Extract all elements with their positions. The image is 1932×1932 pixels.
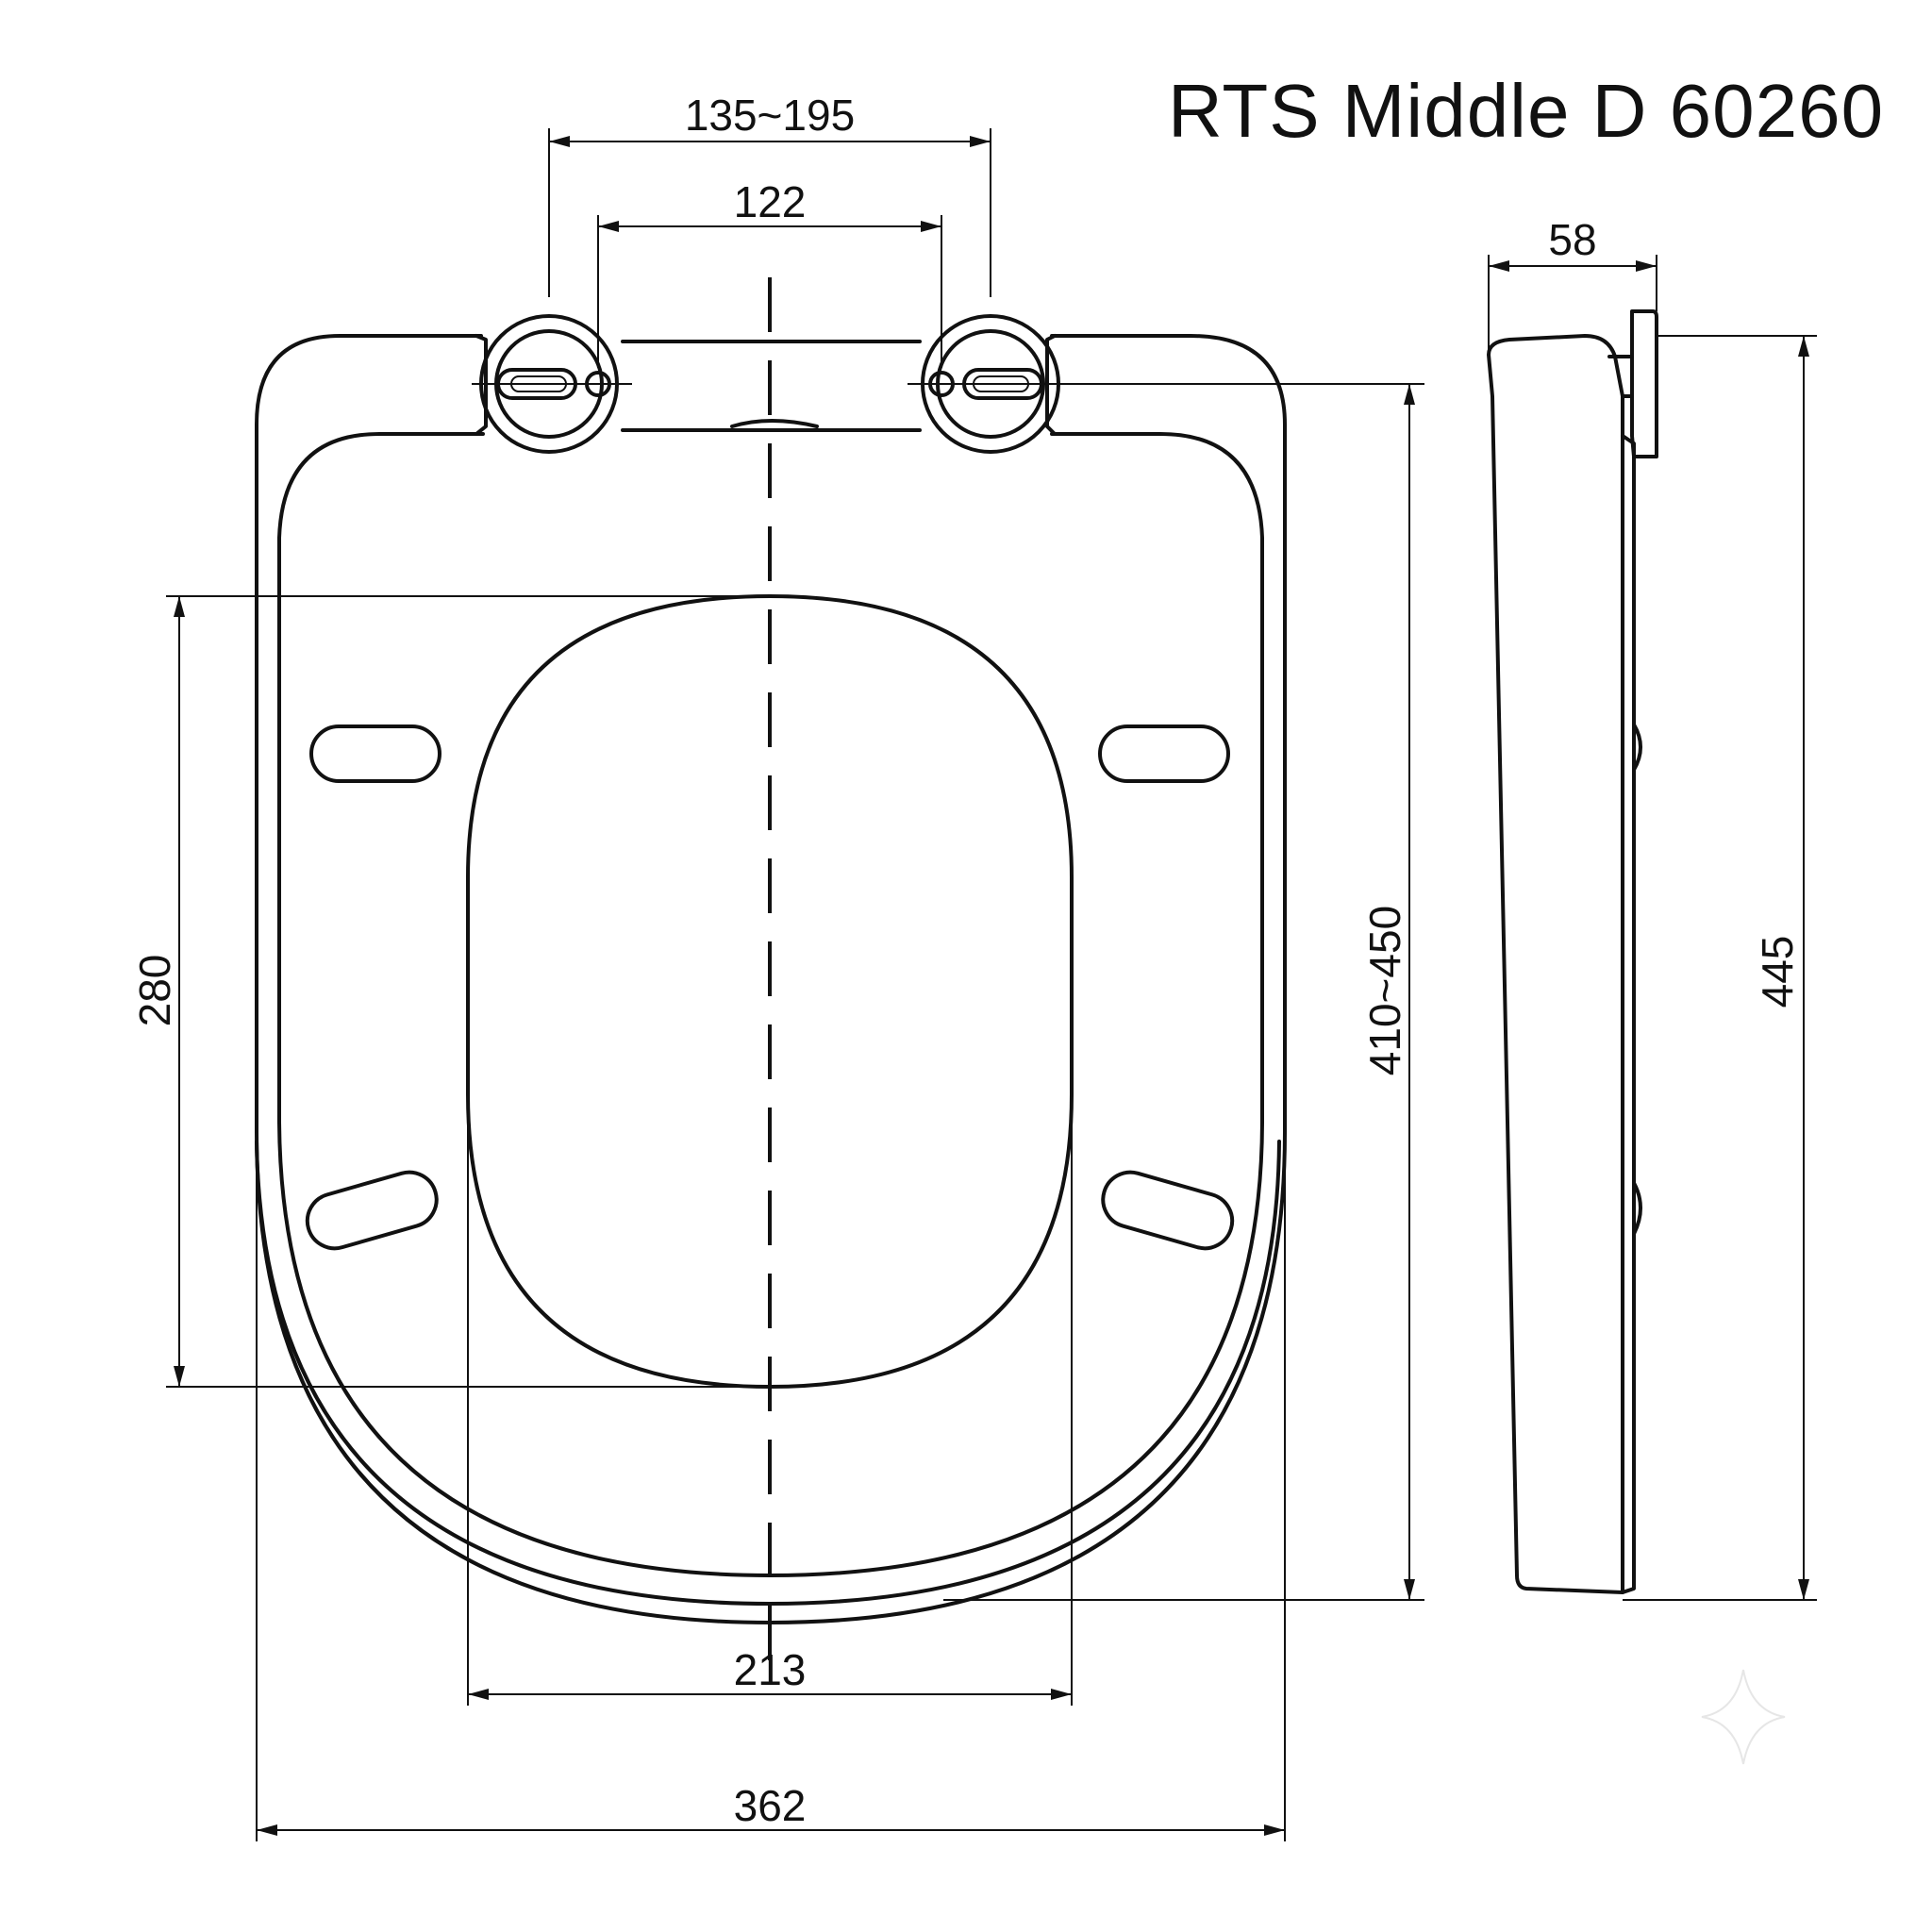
side-hinge-pin — [1607, 355, 1634, 398]
bumper-slot-bottom-left — [305, 1170, 439, 1251]
dim-seat-length-range: 410~450 — [943, 383, 1424, 1601]
dim-label-410-450: 410~450 — [1360, 906, 1409, 1075]
bumper-slot-top-left — [309, 724, 441, 783]
side-lid-edge — [1621, 434, 1636, 1594]
dim-hinge-spacing-range: 135~195 — [548, 91, 991, 297]
hinge-left — [472, 314, 632, 454]
hinge-latch — [730, 419, 819, 428]
side-bumper-bottom — [1632, 1181, 1642, 1236]
dim-seat-width: 362 — [256, 1132, 1286, 1841]
dim-hinge-spacing: 122 — [597, 177, 942, 368]
dim-inner-length: 280 — [130, 595, 770, 1388]
sparkle-watermark-icon — [1701, 1669, 1786, 1765]
dim-label-135-195: 135~195 — [685, 91, 855, 140]
seat-side-view — [1487, 309, 1658, 1594]
bumper-slot-bottom-right — [1101, 1170, 1235, 1251]
dim-label-58: 58 — [1548, 215, 1596, 264]
side-hinge-plate — [1630, 309, 1658, 458]
dim-inner-width: 213 — [467, 1094, 1073, 1706]
dim-side-length: 445 — [1623, 335, 1817, 1601]
side-profile — [1487, 334, 1624, 1594]
dim-label-445: 445 — [1753, 936, 1802, 1008]
dim-label-213: 213 — [734, 1645, 807, 1694]
dim-side-thickness: 58 — [1488, 215, 1657, 355]
dim-label-362: 362 — [734, 1781, 807, 1830]
dim-label-122: 122 — [734, 177, 807, 226]
hinge-right — [908, 314, 1068, 454]
side-bumper-top — [1632, 723, 1642, 772]
seat-outer-outline-2 — [255, 1140, 1281, 1606]
dim-label-280: 280 — [130, 955, 179, 1027]
bumper-slot-top-right — [1098, 724, 1230, 783]
drawing-title: RTS Middle D 60260 — [1168, 69, 1885, 153]
